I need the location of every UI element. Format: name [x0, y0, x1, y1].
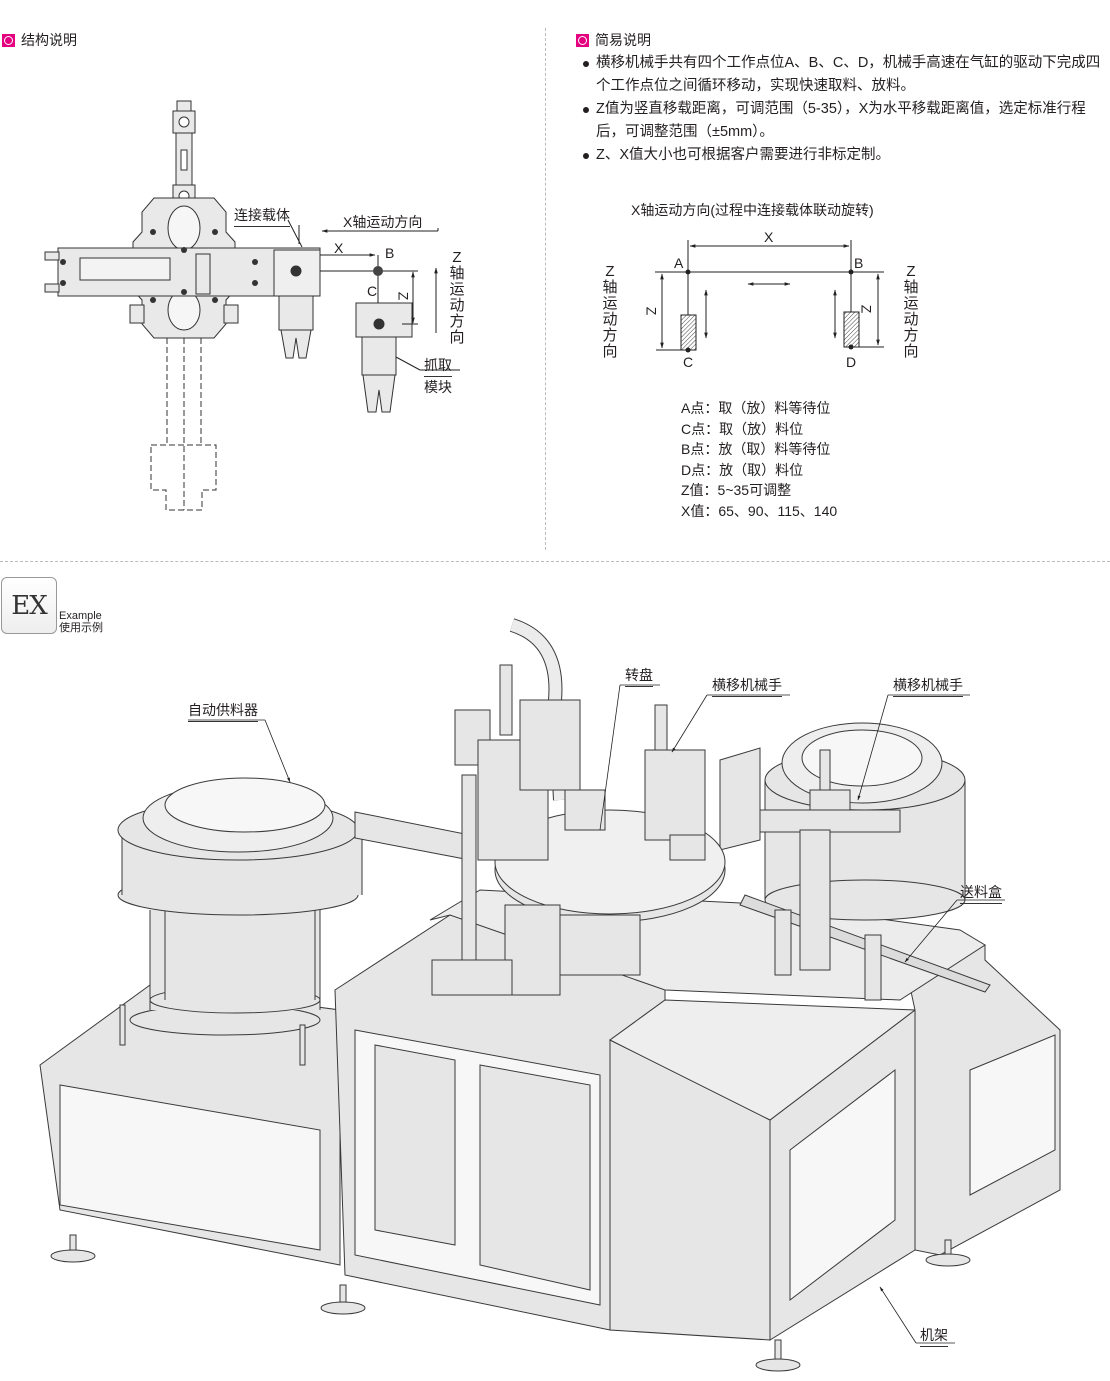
section-bullet-icon	[2, 33, 15, 47]
bullet-item: 横移机械手共有四个工作点位A、B、C、D，机械手高速在气缸的驱动下完成四个工作点…	[582, 52, 1102, 98]
bullet-item: Z值为竖直移载距离，可调范围（5-35），X为水平移载距离值，选定标准行程后，可…	[582, 98, 1102, 144]
point-b-marker	[373, 266, 383, 276]
z-direction-label: Z轴运动方向	[449, 249, 465, 346]
bullet-item: Z、X值大小也可根据客户需要进行非标定制。	[582, 144, 1102, 167]
structure-section-title: 结构说明	[21, 32, 77, 48]
example-label: Example 使用示例	[59, 610, 103, 634]
example-label-cn: 使用示例	[59, 622, 103, 634]
horizontal-divider	[0, 561, 1110, 562]
point-d-label: D	[846, 354, 857, 370]
x-direction-label: X轴运动方向	[343, 214, 423, 230]
z-span-label-left: Z	[643, 306, 660, 316]
point-c-label: C	[683, 354, 694, 370]
callout-manipulator-2: 横移机械手	[893, 675, 963, 697]
legend-item: C点：取（放）料位	[681, 420, 804, 437]
callout-feed-box: 送料盒	[960, 882, 1002, 904]
brief-section-title: 简易说明	[595, 32, 651, 48]
grip-module-label-1: 抓取	[424, 355, 452, 377]
motion-diagram-title: X轴运动方向(过程中连接载体联动旋转)	[631, 202, 874, 218]
point-legend: A点：取（放）料等待位 C点：取（放）料位 B点：放（取）料等待位 D点：放（取…	[681, 398, 837, 521]
callout-turntable: 转盘	[625, 665, 653, 687]
example-label-en: Example	[59, 610, 102, 622]
z-axis-label-left: Z轴运动方向	[602, 263, 618, 360]
example-badge: EX	[1, 577, 57, 634]
point-c-label: C	[367, 283, 378, 299]
legend-item: D点：放（取）料位	[681, 461, 804, 478]
brief-section-header: 简易说明	[576, 30, 651, 50]
assembly-machine-illustration	[39, 618, 1061, 1372]
z-axis-label-right: Z轴运动方向	[903, 263, 919, 360]
legend-item: X值：65、90、115、140	[681, 502, 838, 519]
point-b-label: B	[854, 255, 864, 271]
callout-feeder: 自动供料器	[188, 700, 258, 722]
callout-leader-lines	[188, 684, 1005, 1344]
grip-module-label-2: 模块	[424, 379, 452, 395]
vertical-divider	[545, 28, 546, 550]
legend-item: Z值：5~35可调整	[681, 482, 792, 498]
point-b-label: B	[385, 245, 395, 261]
legend-item: B点：放（取）料等待位	[681, 441, 831, 457]
z-span-label-right: Z	[858, 304, 875, 314]
structure-dimension-lines	[287, 219, 460, 371]
z-dimension-label: Z	[395, 291, 412, 301]
x-span-label: X	[764, 229, 774, 245]
legend-item: A点：取（放）料等待位	[681, 400, 831, 416]
carrier-label: 连接载体	[234, 205, 290, 227]
callout-frame: 机架	[920, 1325, 948, 1347]
motion-diagram	[655, 240, 884, 351]
x-dimension-label: X	[334, 240, 344, 256]
diagram-points	[685, 269, 854, 353]
brief-bullet-list: 横移机械手共有四个工作点位A、B、C、D，机械手高速在气缸的驱动下完成四个工作点…	[582, 52, 1102, 167]
callout-manipulator-1: 横移机械手	[712, 675, 782, 697]
point-a-label: A	[674, 255, 684, 271]
section-bullet-icon	[576, 33, 589, 47]
manipulator-structure-drawing	[44, 100, 413, 511]
structure-section-header: 结构说明	[2, 30, 77, 50]
